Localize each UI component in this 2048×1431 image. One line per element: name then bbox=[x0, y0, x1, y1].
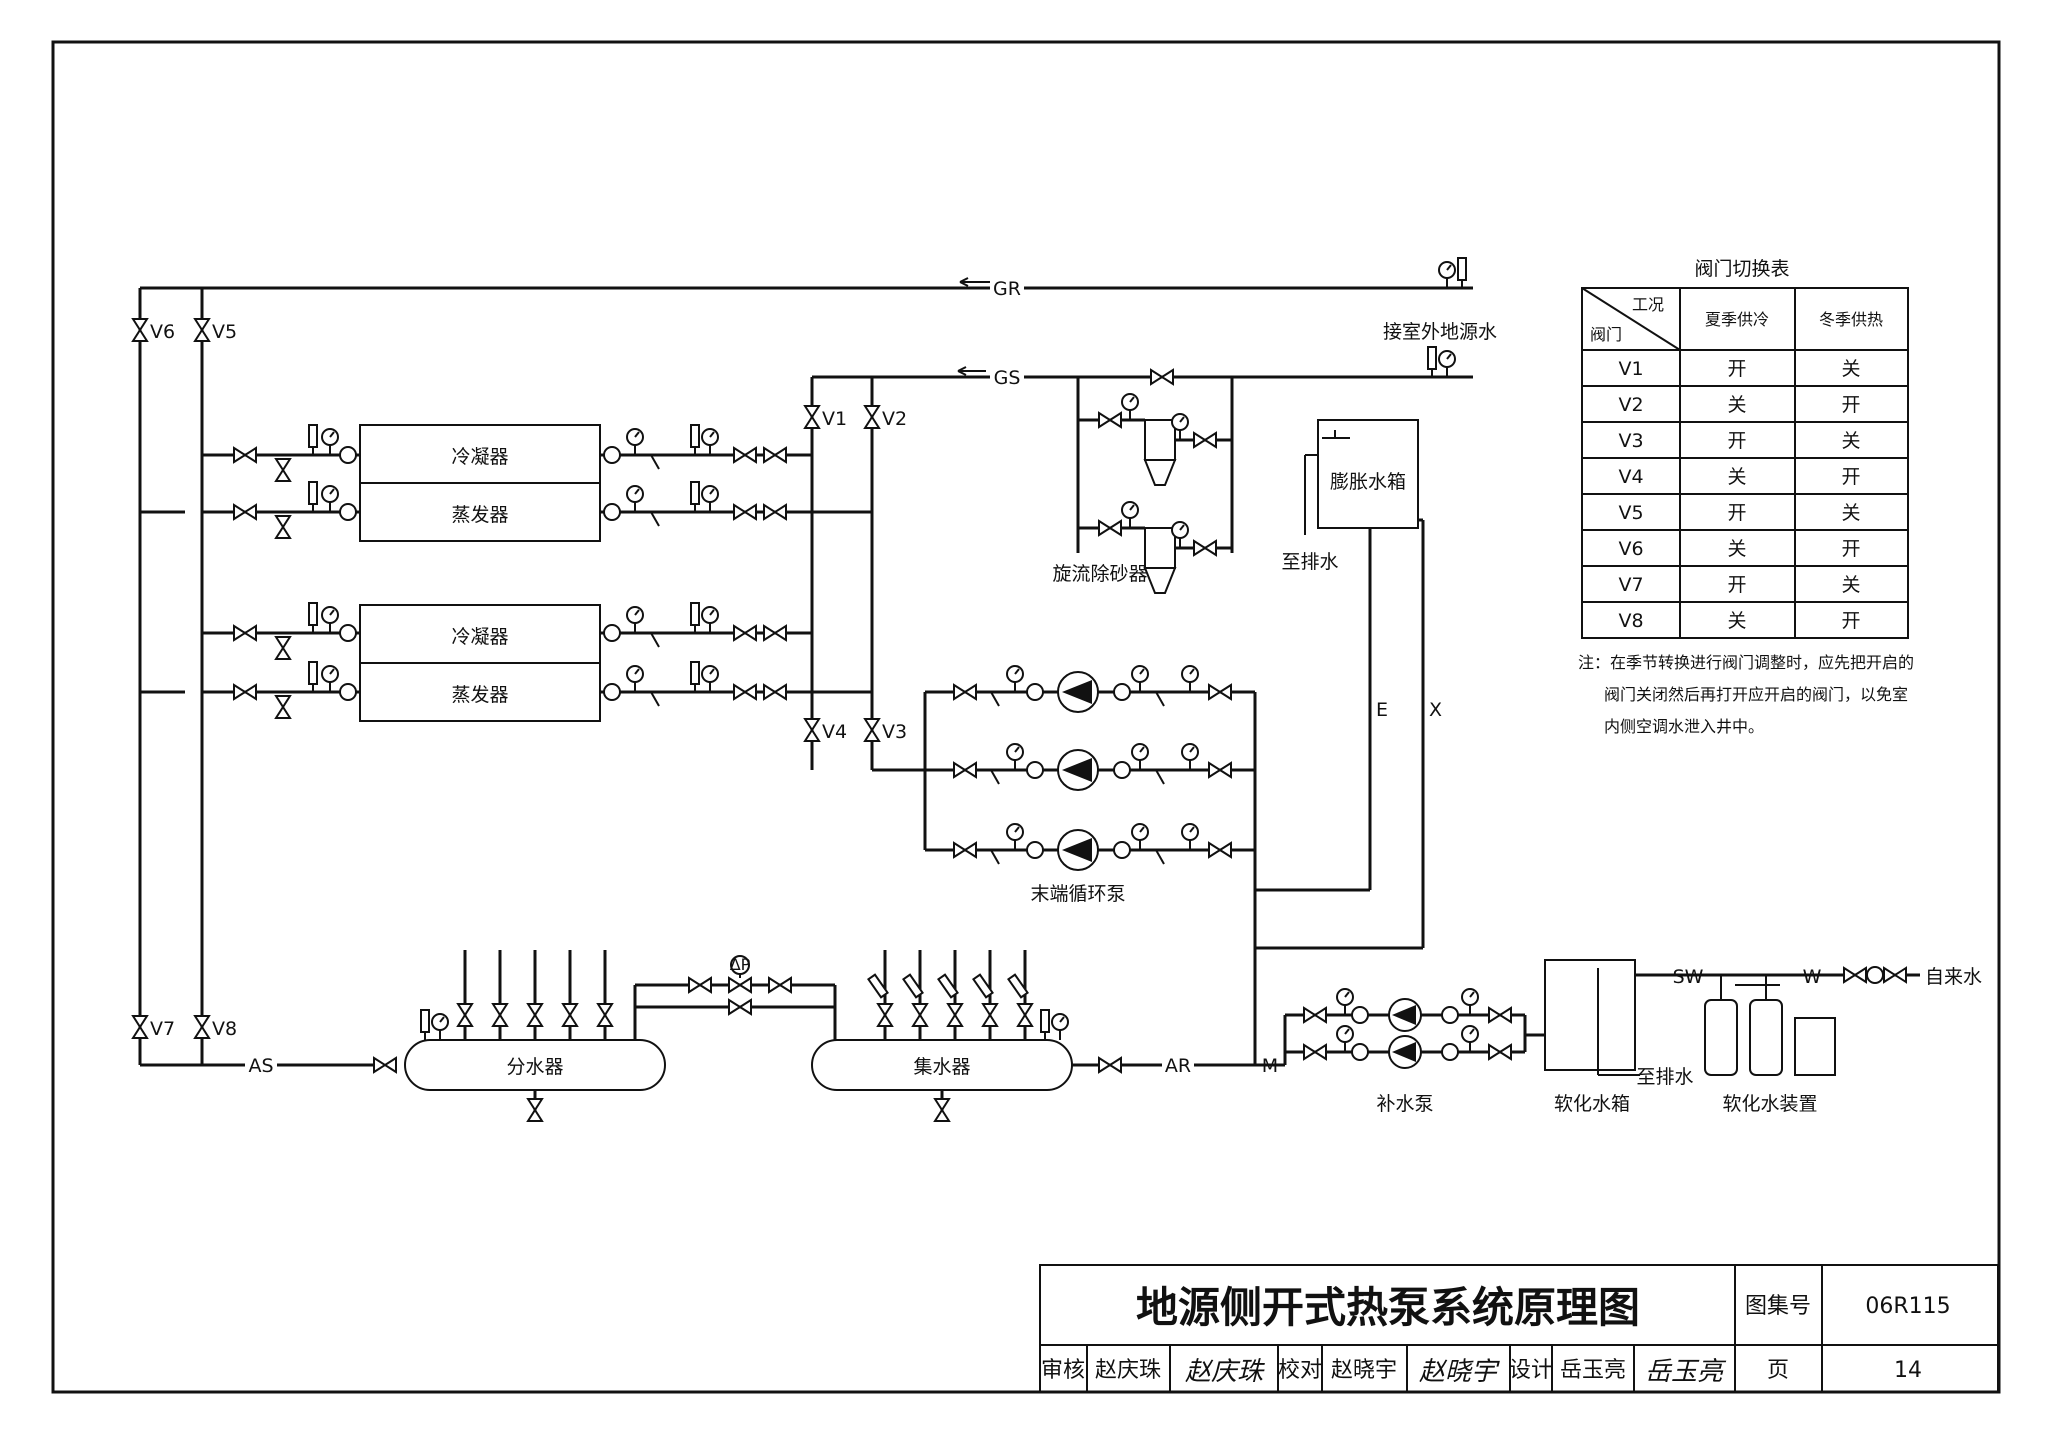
review-label: 审核 bbox=[1041, 1358, 1085, 1383]
check-label: 校对 bbox=[1278, 1358, 1322, 1383]
line-ar-label: AR bbox=[1165, 1055, 1191, 1077]
drawing-title: 地源侧开式热泵系统原理图 bbox=[1136, 1283, 1640, 1332]
table-cell-winter: 关 bbox=[1841, 358, 1860, 380]
line-labels: GR GS AS AR M SW W E X 接室外地源水 bbox=[245, 257, 1822, 1077]
valve-v2-label: V2 bbox=[882, 408, 907, 430]
designer-name: 岳玉亮 bbox=[1560, 1358, 1626, 1383]
terminal-pump-label: 末端循环泵 bbox=[1030, 883, 1125, 905]
terminal-circulation-pumps: 末端循环泵 bbox=[953, 665, 1232, 905]
table-corner-condition: 工况 bbox=[1632, 295, 1664, 314]
line-sw-label: SW bbox=[1673, 966, 1704, 988]
table-cell-winter: 关 bbox=[1841, 430, 1860, 452]
tank-drain-label: 至排水 bbox=[1281, 551, 1338, 573]
valve-switching-table: 阀门切换表 工况 阀门 夏季供冷 冬季供热 V1 开 关 V2 关 开 V3 开… bbox=[1578, 258, 1914, 736]
checker-name: 赵晓宇 bbox=[1331, 1358, 1397, 1383]
valve-v6-label: V6 bbox=[150, 321, 175, 343]
table-cell-summer: 关 bbox=[1727, 466, 1746, 488]
collector-label: 集水器 bbox=[913, 1056, 970, 1078]
expansion-tank: 膨胀水箱 至排水 bbox=[1281, 419, 1419, 573]
atlas-number: 06R115 bbox=[1865, 1294, 1950, 1319]
table-cell-winter: 开 bbox=[1841, 610, 1860, 632]
softened-tank-label: 软化水箱 bbox=[1554, 1093, 1630, 1115]
table-cell-winter: 开 bbox=[1841, 394, 1860, 416]
reviewer-name: 赵庆珠 bbox=[1095, 1358, 1161, 1383]
table-note-line3: 内侧空调水泄入井中。 bbox=[1604, 717, 1764, 736]
table-cell-summer: 开 bbox=[1727, 574, 1746, 596]
condenser-label-2: 冷凝器 bbox=[451, 626, 508, 648]
line-gs-label: GS bbox=[994, 367, 1021, 389]
table-note-line1: 注：在季节转换进行阀门调整时，应先把开启的 bbox=[1578, 653, 1914, 672]
valve-v1-label: V1 bbox=[822, 408, 847, 430]
table-cell-valve: V2 bbox=[1618, 394, 1643, 416]
reviewer-signature: 赵庆珠 bbox=[1185, 1357, 1265, 1387]
designer-signature: 岳玉亮 bbox=[1645, 1357, 1727, 1387]
line-x-label: X bbox=[1429, 699, 1442, 721]
softened-tank-drain-label: 至排水 bbox=[1636, 1066, 1693, 1088]
softened-water-equipment: 至排水 软化水箱 软化水装置 自来水 bbox=[1544, 959, 1982, 1115]
table-cell-valve: V7 bbox=[1618, 574, 1643, 596]
atlas-number-label: 图集号 bbox=[1745, 1294, 1811, 1319]
valve-v3-label: V3 bbox=[882, 721, 907, 743]
table-cell-summer: 关 bbox=[1727, 610, 1746, 632]
evaporator-label-1: 蒸发器 bbox=[451, 504, 508, 526]
switch-valves: V6 V5 V1 V2 V4 V3 V7 V8 bbox=[132, 318, 907, 1040]
table-cell-winter: 开 bbox=[1841, 538, 1860, 560]
table-note-line2: 阀门关闭然后再打开应开启的阀门，以免室 bbox=[1604, 685, 1908, 704]
line-gr-label: GR bbox=[993, 278, 1021, 300]
checker-signature: 赵晓宇 bbox=[1419, 1357, 1500, 1387]
outdoor-source-label: 接室外地源水 bbox=[1383, 321, 1497, 343]
chiller-unit-1: 冷凝器 蒸发器 bbox=[359, 424, 601, 542]
table-cell-winter: 开 bbox=[1841, 466, 1860, 488]
page-number: 14 bbox=[1894, 1358, 1922, 1383]
makeup-pump-label: 补水泵 bbox=[1376, 1093, 1433, 1115]
expansion-tank-label: 膨胀水箱 bbox=[1330, 471, 1406, 493]
cyclone-separator-label: 旋流除砂器 bbox=[1052, 563, 1147, 585]
valve-v5-label: V5 bbox=[212, 321, 237, 343]
table-cell-valve: V5 bbox=[1618, 502, 1643, 524]
tap-water-label: 自来水 bbox=[1925, 966, 1982, 988]
dp-valve-label: ΔP bbox=[730, 955, 751, 974]
design-label: 设计 bbox=[1509, 1358, 1553, 1383]
chiller-unit-2: 冷凝器 蒸发器 bbox=[359, 604, 601, 722]
table-cell-winter: 关 bbox=[1841, 502, 1860, 524]
condenser-label-1: 冷凝器 bbox=[451, 446, 508, 468]
makeup-pumps: 补水泵 bbox=[1303, 988, 1512, 1115]
water-softener-label: 软化水装置 bbox=[1722, 1093, 1817, 1115]
table-cell-valve: V6 bbox=[1618, 538, 1643, 560]
table-header-winter: 冬季供热 bbox=[1819, 310, 1883, 329]
table-cell-summer: 开 bbox=[1727, 502, 1746, 524]
valve-v4-label: V4 bbox=[822, 721, 847, 743]
line-m-label: M bbox=[1262, 1055, 1278, 1077]
cyclone-sand-separator: 旋流除砂器 bbox=[1052, 369, 1217, 594]
table-cell-valve: V4 bbox=[1618, 466, 1643, 488]
table-cell-summer: 关 bbox=[1727, 538, 1746, 560]
table-cell-winter: 关 bbox=[1841, 574, 1860, 596]
line-e-label: E bbox=[1376, 699, 1388, 721]
table-header-summer: 夏季供冷 bbox=[1705, 310, 1769, 329]
title-block: 地源侧开式热泵系统原理图 图集号 06R115 审核 赵庆珠 赵庆珠 校对 赵晓… bbox=[1039, 1264, 1999, 1393]
water-distributor: 分水器 bbox=[373, 950, 666, 1122]
table-cell-summer: 开 bbox=[1727, 358, 1746, 380]
distributor-label: 分水器 bbox=[506, 1056, 563, 1078]
differential-pressure-bypass: ΔP bbox=[688, 955, 792, 1015]
table-cell-summer: 开 bbox=[1727, 430, 1746, 452]
line-as-label: AS bbox=[248, 1055, 273, 1077]
table-cell-valve: V1 bbox=[1618, 358, 1643, 380]
table-cell-valve: V3 bbox=[1618, 430, 1643, 452]
table-corner-valve: 阀门 bbox=[1590, 325, 1622, 344]
page-label: 页 bbox=[1767, 1358, 1789, 1383]
line-w-label: W bbox=[1803, 966, 1822, 988]
table-cell-valve: V8 bbox=[1618, 610, 1643, 632]
water-collector: 集水器 bbox=[811, 950, 1122, 1122]
valve-v7-label: V7 bbox=[150, 1018, 175, 1040]
valve-v8-label: V8 bbox=[212, 1018, 237, 1040]
drawing-border bbox=[51, 40, 2001, 1394]
table-cell-summer: 关 bbox=[1727, 394, 1746, 416]
valve-table-title: 阀门切换表 bbox=[1694, 258, 1789, 280]
evaporator-label-2: 蒸发器 bbox=[451, 684, 508, 706]
